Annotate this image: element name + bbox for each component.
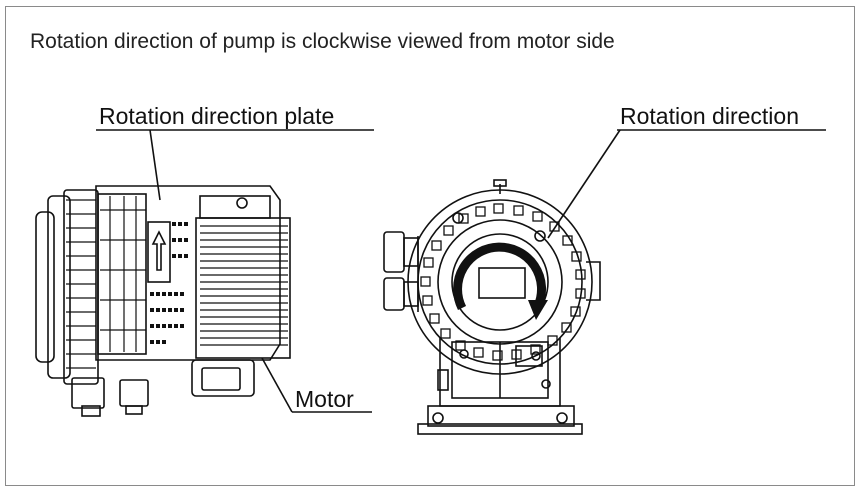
pump-side-view xyxy=(35,185,291,417)
label-motor: Motor xyxy=(295,386,354,412)
plate-teeth xyxy=(150,222,188,344)
motor-leader-line xyxy=(261,357,293,413)
rotation-arrow-icon xyxy=(453,242,548,320)
pump-front-view xyxy=(383,179,601,435)
motor-fins xyxy=(66,196,288,369)
direction-leader-line xyxy=(547,129,621,239)
plate-leader-line xyxy=(149,129,161,201)
figure-caption: Rotation direction of pump is clockwise … xyxy=(30,30,615,53)
stator-slots xyxy=(420,203,586,361)
label-rotation-direction: Rotation direction xyxy=(620,103,799,129)
label-rotation-direction-plate: Rotation direction plate xyxy=(99,103,335,129)
